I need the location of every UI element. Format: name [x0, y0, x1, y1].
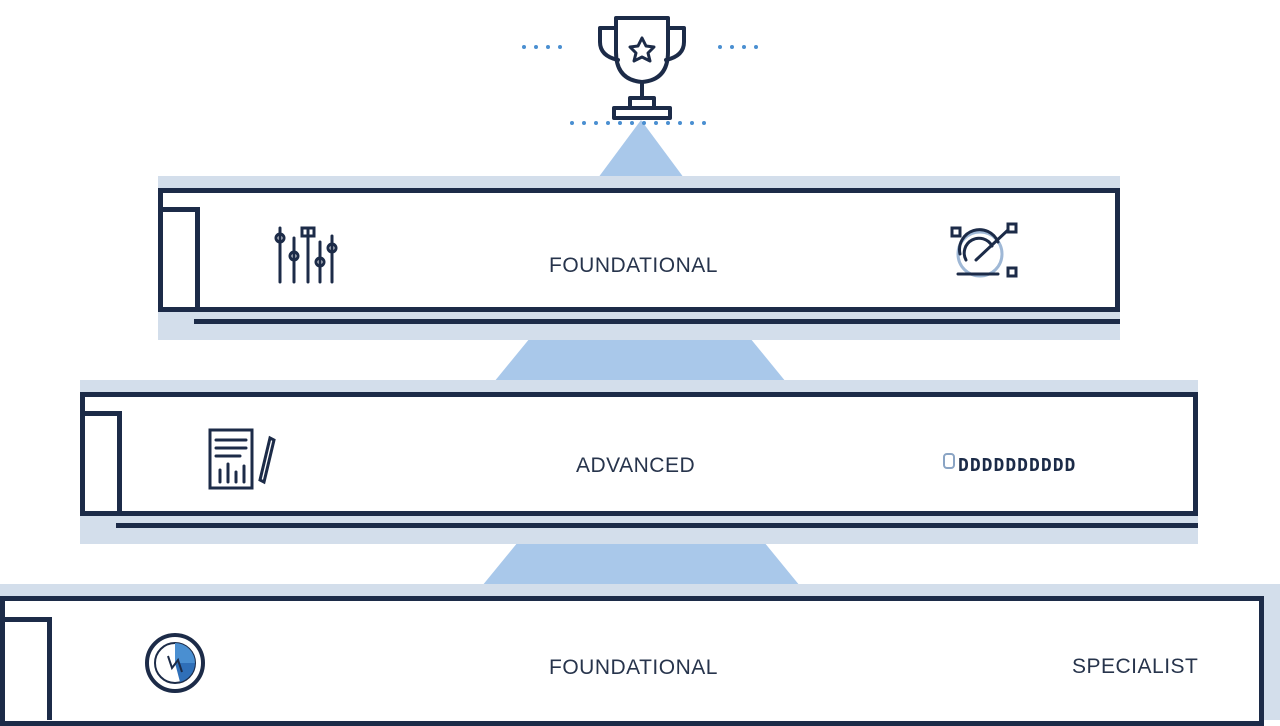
sparkle-dots-base	[570, 121, 706, 125]
tier-1-step	[158, 207, 200, 212]
tier-3-step	[0, 617, 52, 622]
tier-2-underline	[116, 523, 1198, 528]
sparkle-dots-right	[718, 45, 758, 49]
tier-2-label: ADVANCED	[576, 454, 696, 477]
tier-1-step-v	[195, 207, 200, 312]
tier-3-right-label: SPECIALIST	[1072, 655, 1199, 678]
trophy-icon	[594, 12, 690, 122]
document-chart-pen-icon	[206, 426, 278, 492]
chain-sequence-text: DDDDDDDDDD	[958, 455, 1077, 476]
pie-chart-icon	[142, 630, 208, 696]
target-pen-icon	[948, 220, 1020, 284]
tier-1-underline	[194, 319, 1120, 324]
sparkle-dots-left	[522, 45, 562, 49]
tuning-sliders-icon	[272, 224, 340, 288]
tier-2-step-v	[117, 411, 122, 516]
tier-3-label: FOUNDATIONAL	[549, 656, 718, 679]
tier-2-step	[80, 411, 122, 416]
connector-top	[598, 120, 684, 178]
chain-sequence-icon	[942, 452, 956, 472]
tier-1-label: FOUNDATIONAL	[549, 254, 718, 277]
connector-bottom	[482, 542, 800, 586]
connector-middle	[494, 338, 786, 382]
tier-3-step-v	[47, 617, 52, 720]
